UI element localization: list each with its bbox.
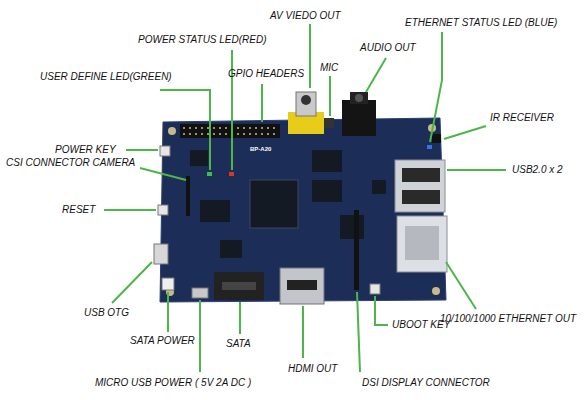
callout-label: POWER STATUS LED(RED) [138, 34, 267, 46]
callout-label: UBOOT KEY [392, 319, 450, 331]
callout-label: DSI DISPLAY CONNECTOR [362, 377, 490, 389]
callout-label: ETHERNET STATUS LED (BLUE) [405, 17, 557, 29]
callout-label: 10/100/1000 ETHERNET OUT [440, 313, 576, 325]
callout-label: MICRO USB POWER ( 5V 2A DC ) [95, 377, 251, 389]
callout-label: USB2.0 x 2 [512, 164, 563, 176]
callout-label: SATA POWER [130, 335, 195, 347]
callout-label: HDMI OUT [288, 363, 337, 375]
callout-label: USB OTG [84, 307, 129, 319]
callout-label: IR RECEIVER [490, 112, 554, 124]
callout-label: USER DEFINE LED(GREEN) [40, 71, 172, 83]
callout-label: RESET [62, 204, 95, 216]
callout-label: CSI CONNECTOR CAMERA [6, 157, 135, 169]
callout-label: SATA [226, 338, 251, 350]
callout-label: GPIO HEADERS [228, 68, 304, 80]
board-marking: BP-A20 [250, 146, 271, 153]
callout-label: MIC [320, 62, 338, 74]
callout-label: AUDIO OUT [360, 42, 416, 54]
callout-label: AV VIEDO OUT [270, 10, 341, 22]
callout-label: POWER KEY [55, 144, 116, 156]
